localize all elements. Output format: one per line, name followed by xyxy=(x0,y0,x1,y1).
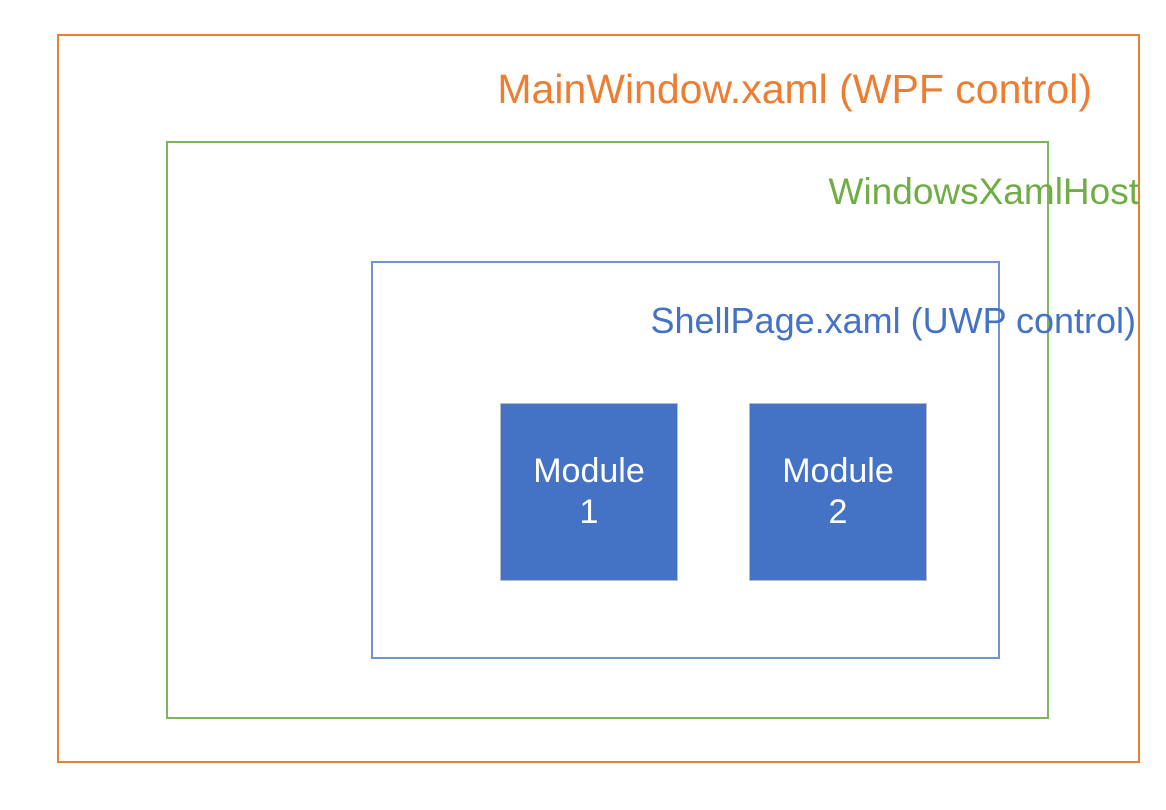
layer-label-xamlhost: WindowsXamlHost xyxy=(828,171,1139,212)
layer-box-mainwindow xyxy=(57,34,1140,763)
layer-box-shellpage xyxy=(371,261,1000,659)
module-2-label-line2: 2 xyxy=(828,493,848,531)
module-box-1: Module 1 xyxy=(501,404,677,580)
module-box-2: Module 2 xyxy=(750,404,926,580)
layer-label-shellpage: ShellPage.xaml (UWP control) xyxy=(650,300,1136,341)
layer-label-mainwindow: MainWindow.xaml (WPF control) xyxy=(497,66,1092,112)
module-2-label-line1: Module xyxy=(782,451,894,490)
module-1-label-line1: Module xyxy=(533,451,645,490)
module-1-label-line2: 1 xyxy=(579,493,599,531)
layer-box-xamlhost xyxy=(166,141,1049,719)
